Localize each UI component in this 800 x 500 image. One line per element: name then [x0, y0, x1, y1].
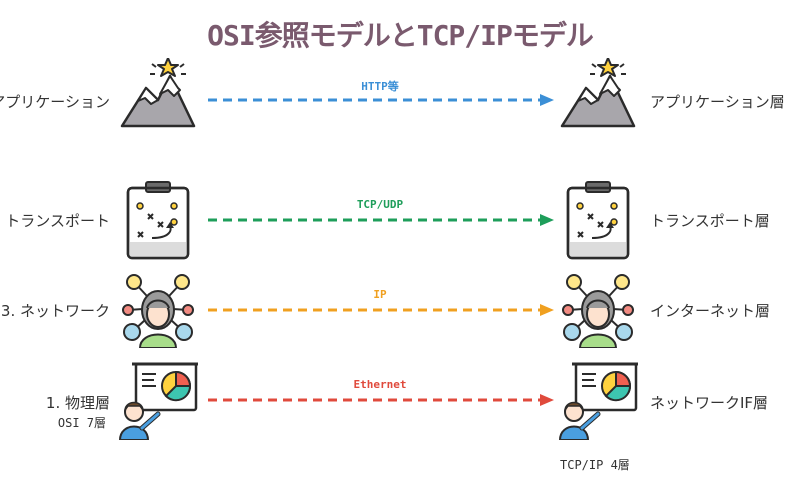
arrow-application	[208, 94, 554, 106]
tcpip-layer-internet: インターネット層	[650, 302, 771, 320]
network-person-icon	[122, 274, 194, 348]
osi-layer-physical: 1. 物理層	[45, 394, 110, 412]
mountain-peak-icon	[560, 58, 636, 128]
arrow-network	[208, 304, 554, 316]
tcpip-layer-application: アプリケーション層	[650, 93, 785, 111]
osi-layer-application: アプリケーション	[0, 93, 110, 111]
osi-caption: OSI 7層	[57, 416, 106, 430]
network-person-icon	[562, 274, 634, 348]
strategy-clipboard-icon	[126, 180, 190, 260]
arrow-transport	[208, 214, 554, 226]
protocol-label-http: HTTP等	[361, 80, 399, 93]
presenter-chart-icon	[558, 360, 638, 440]
mountain-peak-icon	[120, 58, 196, 128]
presenter-chart-icon	[118, 360, 198, 440]
tcpip-layer-network-if: ネットワークIF層	[650, 394, 769, 412]
protocol-label-ethernet: Ethernet	[353, 378, 407, 391]
osi-layer-network: 3. ネットワーク	[0, 302, 110, 320]
protocol-label-ip: IP	[373, 288, 387, 301]
tcpip-layer-transport: トランスポート層	[650, 212, 770, 230]
osi-layer-transport: トランスポート	[5, 212, 110, 230]
protocol-label-tcp-udp: TCP/UDP	[356, 198, 404, 211]
page-title: OSI参照モデルとTCP/IPモデル	[207, 19, 594, 52]
tcpip-caption: TCP/IP 4層	[560, 458, 630, 472]
arrow-physical	[208, 394, 554, 406]
strategy-clipboard-icon	[566, 180, 630, 260]
